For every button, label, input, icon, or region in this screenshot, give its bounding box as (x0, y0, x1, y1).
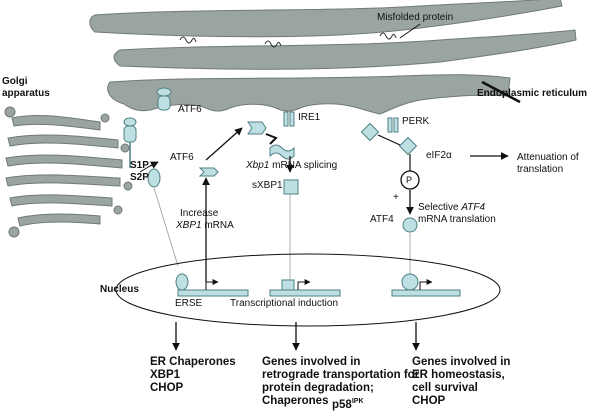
outcome-left-1: ER Chaperones (150, 356, 236, 368)
er-pointer-line (481, 80, 521, 104)
phospho-label: P (406, 175, 413, 185)
selective-label-line1: Selective ATF4 (418, 202, 486, 213)
misfolded-protein-label: Misfolded protein (377, 12, 454, 23)
outcome-middle-4: Chaperones (262, 395, 329, 407)
ire1-cleave-icon (265, 133, 278, 145)
perk-link-line (377, 134, 401, 146)
plus-label: + (393, 192, 399, 203)
outcome-middle-1: Genes involved in (262, 356, 361, 368)
atf6-s1p-pointer (139, 165, 151, 173)
selective-label-line2: mRNA translation (418, 214, 496, 225)
outcome-right-2: ER homeostasis, (412, 369, 505, 381)
pathway-arrows (149, 127, 509, 351)
nucleus-label: Nucleus (100, 284, 139, 295)
xbp1-splicing-label: Xbp1 mRNA splicing (246, 160, 338, 171)
outcome-middle-p58: p58IPK (332, 398, 364, 411)
increase-label-line2: XBP1 mRNA (176, 220, 234, 231)
outcome-right-4: CHOP (412, 395, 446, 407)
atf6-membrane-protein (123, 87, 172, 188)
attenuation-label-line2: translation (517, 164, 564, 175)
increase-label-line1: Increase (180, 208, 219, 219)
outcome-right-1: Genes involved in (412, 356, 511, 368)
ire1-protein (247, 111, 299, 195)
transcriptional-induction-label: Transcriptional induction (230, 298, 339, 309)
perk-protein (360, 117, 418, 233)
atf6-cleaved-label: ATF6 (170, 152, 194, 163)
erse-label: ERSE (175, 298, 203, 309)
golgi-label-line1: Golgi (2, 76, 28, 87)
translocation-lines (153, 187, 411, 286)
outcome-right-3: cell survival (412, 382, 478, 394)
endoplasmic-reticulum (89, 0, 577, 115)
xbp1-mrna-icon (198, 167, 219, 177)
attenuation-label-line1: Attenuation of (517, 152, 579, 163)
atf6-membrane-label: ATF6 (178, 104, 202, 115)
sxbp1-label: sXBP1 (252, 180, 283, 191)
transcription-start-arrows (205, 279, 433, 290)
misfolded-protein-icon (179, 32, 397, 48)
golgi-label-line2: apparatus (2, 88, 50, 99)
outcome-left-3: CHOP (150, 382, 184, 394)
eif2a-label: eIF2α (426, 150, 452, 161)
outcome-middle-3: protein degradation; (262, 382, 374, 394)
s2p-label: S2P (130, 172, 149, 183)
golgi-apparatus (4, 106, 133, 238)
outcome-middle-2: retrograde transportation for (262, 369, 420, 381)
outcome-left-2: XBP1 (150, 369, 181, 381)
misfolded-pointer-line (399, 23, 421, 39)
atf4-label: ATF4 (370, 214, 394, 225)
ire1-label: IRE1 (298, 112, 321, 123)
dna-promoters (175, 273, 461, 297)
nucleus (115, 253, 501, 327)
perk-label: PERK (402, 116, 430, 127)
er-label: Endoplasmic reticulum (477, 88, 588, 99)
s1p-label: S1P (130, 160, 149, 171)
